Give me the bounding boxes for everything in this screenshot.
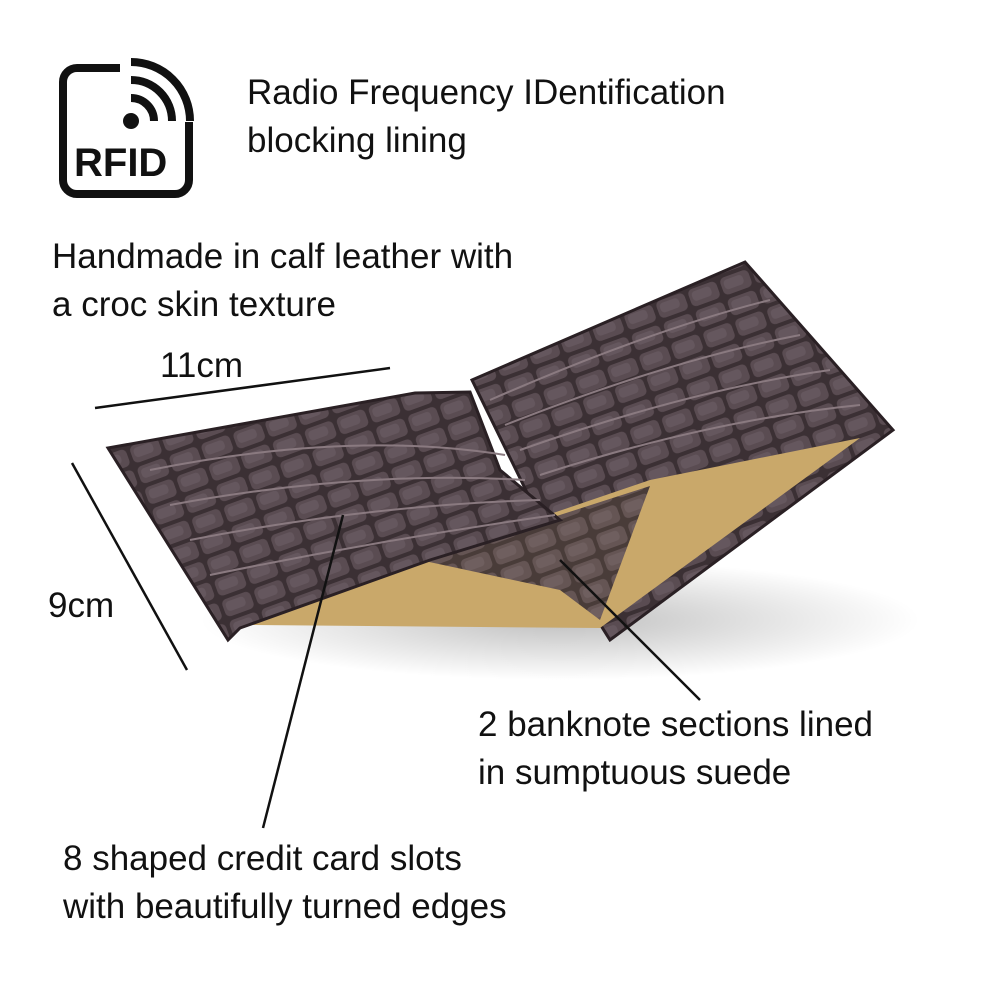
cards-text-line1: 8 shaped credit card slots xyxy=(63,839,462,878)
width-dimension-line xyxy=(94,366,391,410)
rfid-text-line1: Radio Frequency IDentification xyxy=(247,73,726,112)
banknote-pointer-line xyxy=(559,559,701,701)
banknote-text-line2: in sumptuous suede xyxy=(478,753,792,792)
card-slots-pointer-line xyxy=(261,514,345,829)
width-label: 11cm xyxy=(160,346,243,385)
height-dimension-line xyxy=(70,462,189,671)
inner-pocket xyxy=(420,486,650,620)
leather-text-line2: a croc skin texture xyxy=(52,285,336,324)
card-slots xyxy=(149,299,861,576)
leather-text-line1: Handmade in calf leather with xyxy=(52,237,514,276)
rfid-text-line2: blocking lining xyxy=(247,121,467,160)
rfid-icon xyxy=(59,58,200,198)
height-label: 9cm xyxy=(48,586,115,625)
cards-text-line2: with beautifully turned edges xyxy=(63,887,507,926)
banknote-text-line1: 2 banknote sections lined xyxy=(478,705,873,744)
rfid-icon-label: RFID xyxy=(74,141,168,185)
